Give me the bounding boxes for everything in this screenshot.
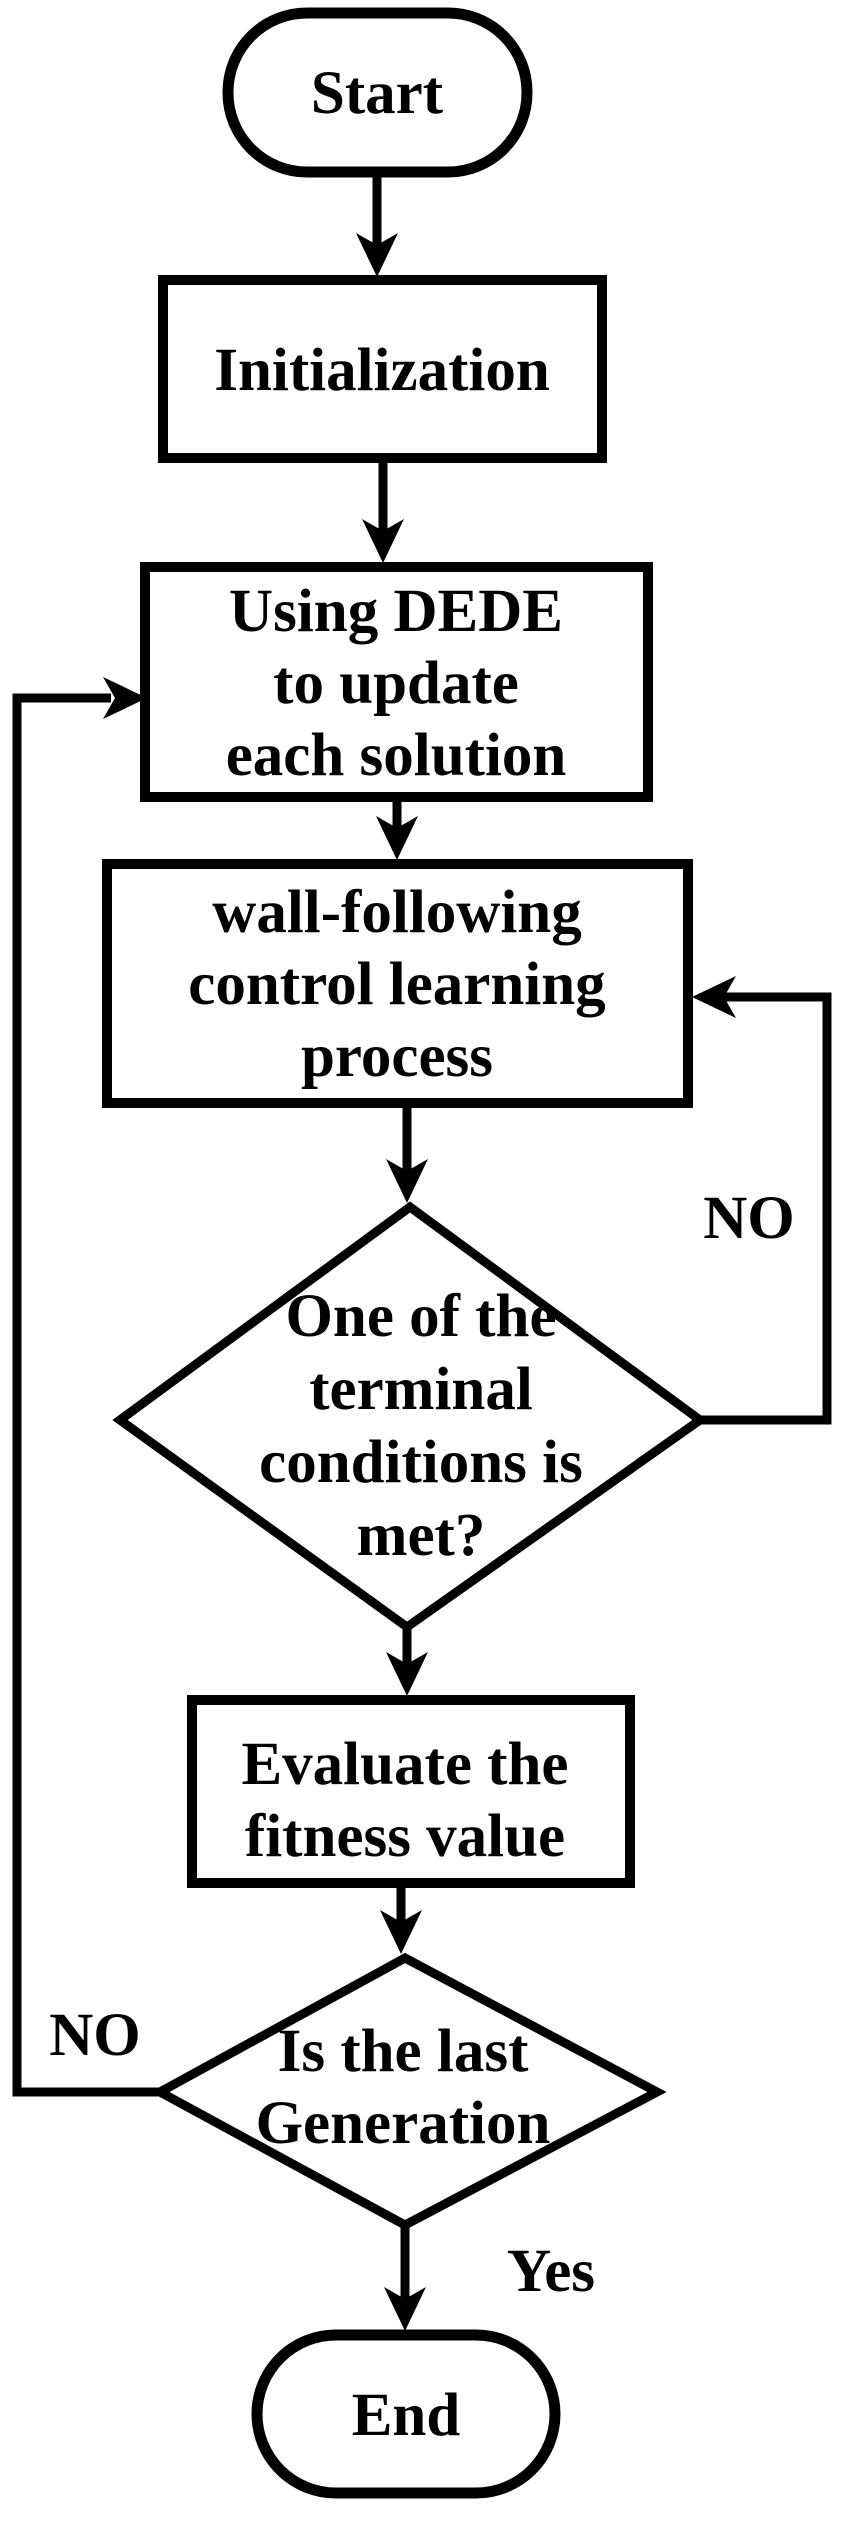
edge-no-loop-to-wall-following <box>692 976 832 1425</box>
start-terminator-shape <box>222 7 533 178</box>
arrowhead-down-icon <box>356 233 398 277</box>
no-label-generation-loop: NO <box>49 2002 141 2069</box>
wall-following-process-shape <box>102 859 693 1108</box>
update-solution-label-line2: to update <box>273 650 519 717</box>
edge-wall-following-to-terminal-decision <box>386 1103 428 1203</box>
edge-shaft <box>12 693 160 2097</box>
arrowhead-left-icon <box>692 976 736 1018</box>
node-update-solution: Using DEDE to update each solution <box>140 562 653 802</box>
edge-start-to-initialization <box>356 171 398 277</box>
edge-update-to-wall-following <box>376 797 418 860</box>
edge-initialization-to-update <box>362 458 404 563</box>
terminal-decision-diamond-shape <box>112 1201 708 1633</box>
arrowhead-right-icon <box>103 677 147 719</box>
wall-following-label-line2: control learning <box>188 951 605 1018</box>
node-initialization: Initialization <box>158 275 607 463</box>
yes-label: Yes <box>507 2238 595 2305</box>
arrowhead-down-icon <box>386 1652 428 1696</box>
node-evaluate-fitness: Evaluate the fitness value <box>187 1695 635 1888</box>
terminal-decision-label-line1: One of the <box>285 1283 556 1350</box>
no-label-wall-following-loop: NO <box>703 1185 795 1252</box>
node-terminal-decision: One of the terminal conditions is met? <box>112 1201 708 1633</box>
end-terminator-shape <box>251 2329 561 2499</box>
arrowhead-down-icon <box>386 1159 428 1203</box>
arrowhead-down-icon <box>384 2287 426 2331</box>
end-label: End <box>352 2382 461 2449</box>
update-solution-label-line3: each solution <box>226 722 567 789</box>
wall-following-label-line1: wall-following <box>212 879 581 946</box>
update-solution-label-line1: Using DEDE <box>229 578 563 645</box>
node-start: Start <box>222 7 533 178</box>
initialization-label: Initialization <box>214 337 550 404</box>
node-generation-decision: Is the last Generation <box>150 1952 667 2231</box>
terminal-decision-label-line2: terminal <box>309 1356 533 1423</box>
generation-decision-label-line1: Is the last <box>278 2018 529 2085</box>
wall-following-label-line3: process <box>301 1023 493 1090</box>
edge-no-loop-to-update <box>12 677 160 2097</box>
terminal-decision-label-line3: conditions is <box>259 1429 583 1496</box>
node-wall-following: wall-following control learning process <box>102 859 693 1108</box>
generation-decision-diamond-shape <box>150 1952 667 2231</box>
arrowhead-down-icon <box>376 816 418 860</box>
terminal-decision-label-line4: met? <box>357 1502 486 1569</box>
arrowhead-down-icon <box>362 519 404 563</box>
edge-generation-decision-to-end <box>384 2225 426 2331</box>
initialization-process-shape <box>158 275 607 463</box>
evaluate-fitness-label-line1: Evaluate the <box>241 1731 568 1798</box>
start-label: Start <box>311 60 444 127</box>
update-solution-process-shape <box>140 562 653 802</box>
edge-shaft <box>700 992 832 1425</box>
edge-terminal-decision-to-evaluate <box>386 1627 428 1696</box>
arrowhead-down-icon <box>380 1910 422 1954</box>
edge-evaluate-to-generation-decision <box>380 1883 422 1954</box>
node-end: End <box>251 2329 561 2499</box>
evaluate-fitness-label-line2: fitness value <box>245 1803 565 1870</box>
evaluate-fitness-process-shape <box>187 1695 635 1888</box>
generation-decision-label-line2: Generation <box>256 2090 551 2157</box>
